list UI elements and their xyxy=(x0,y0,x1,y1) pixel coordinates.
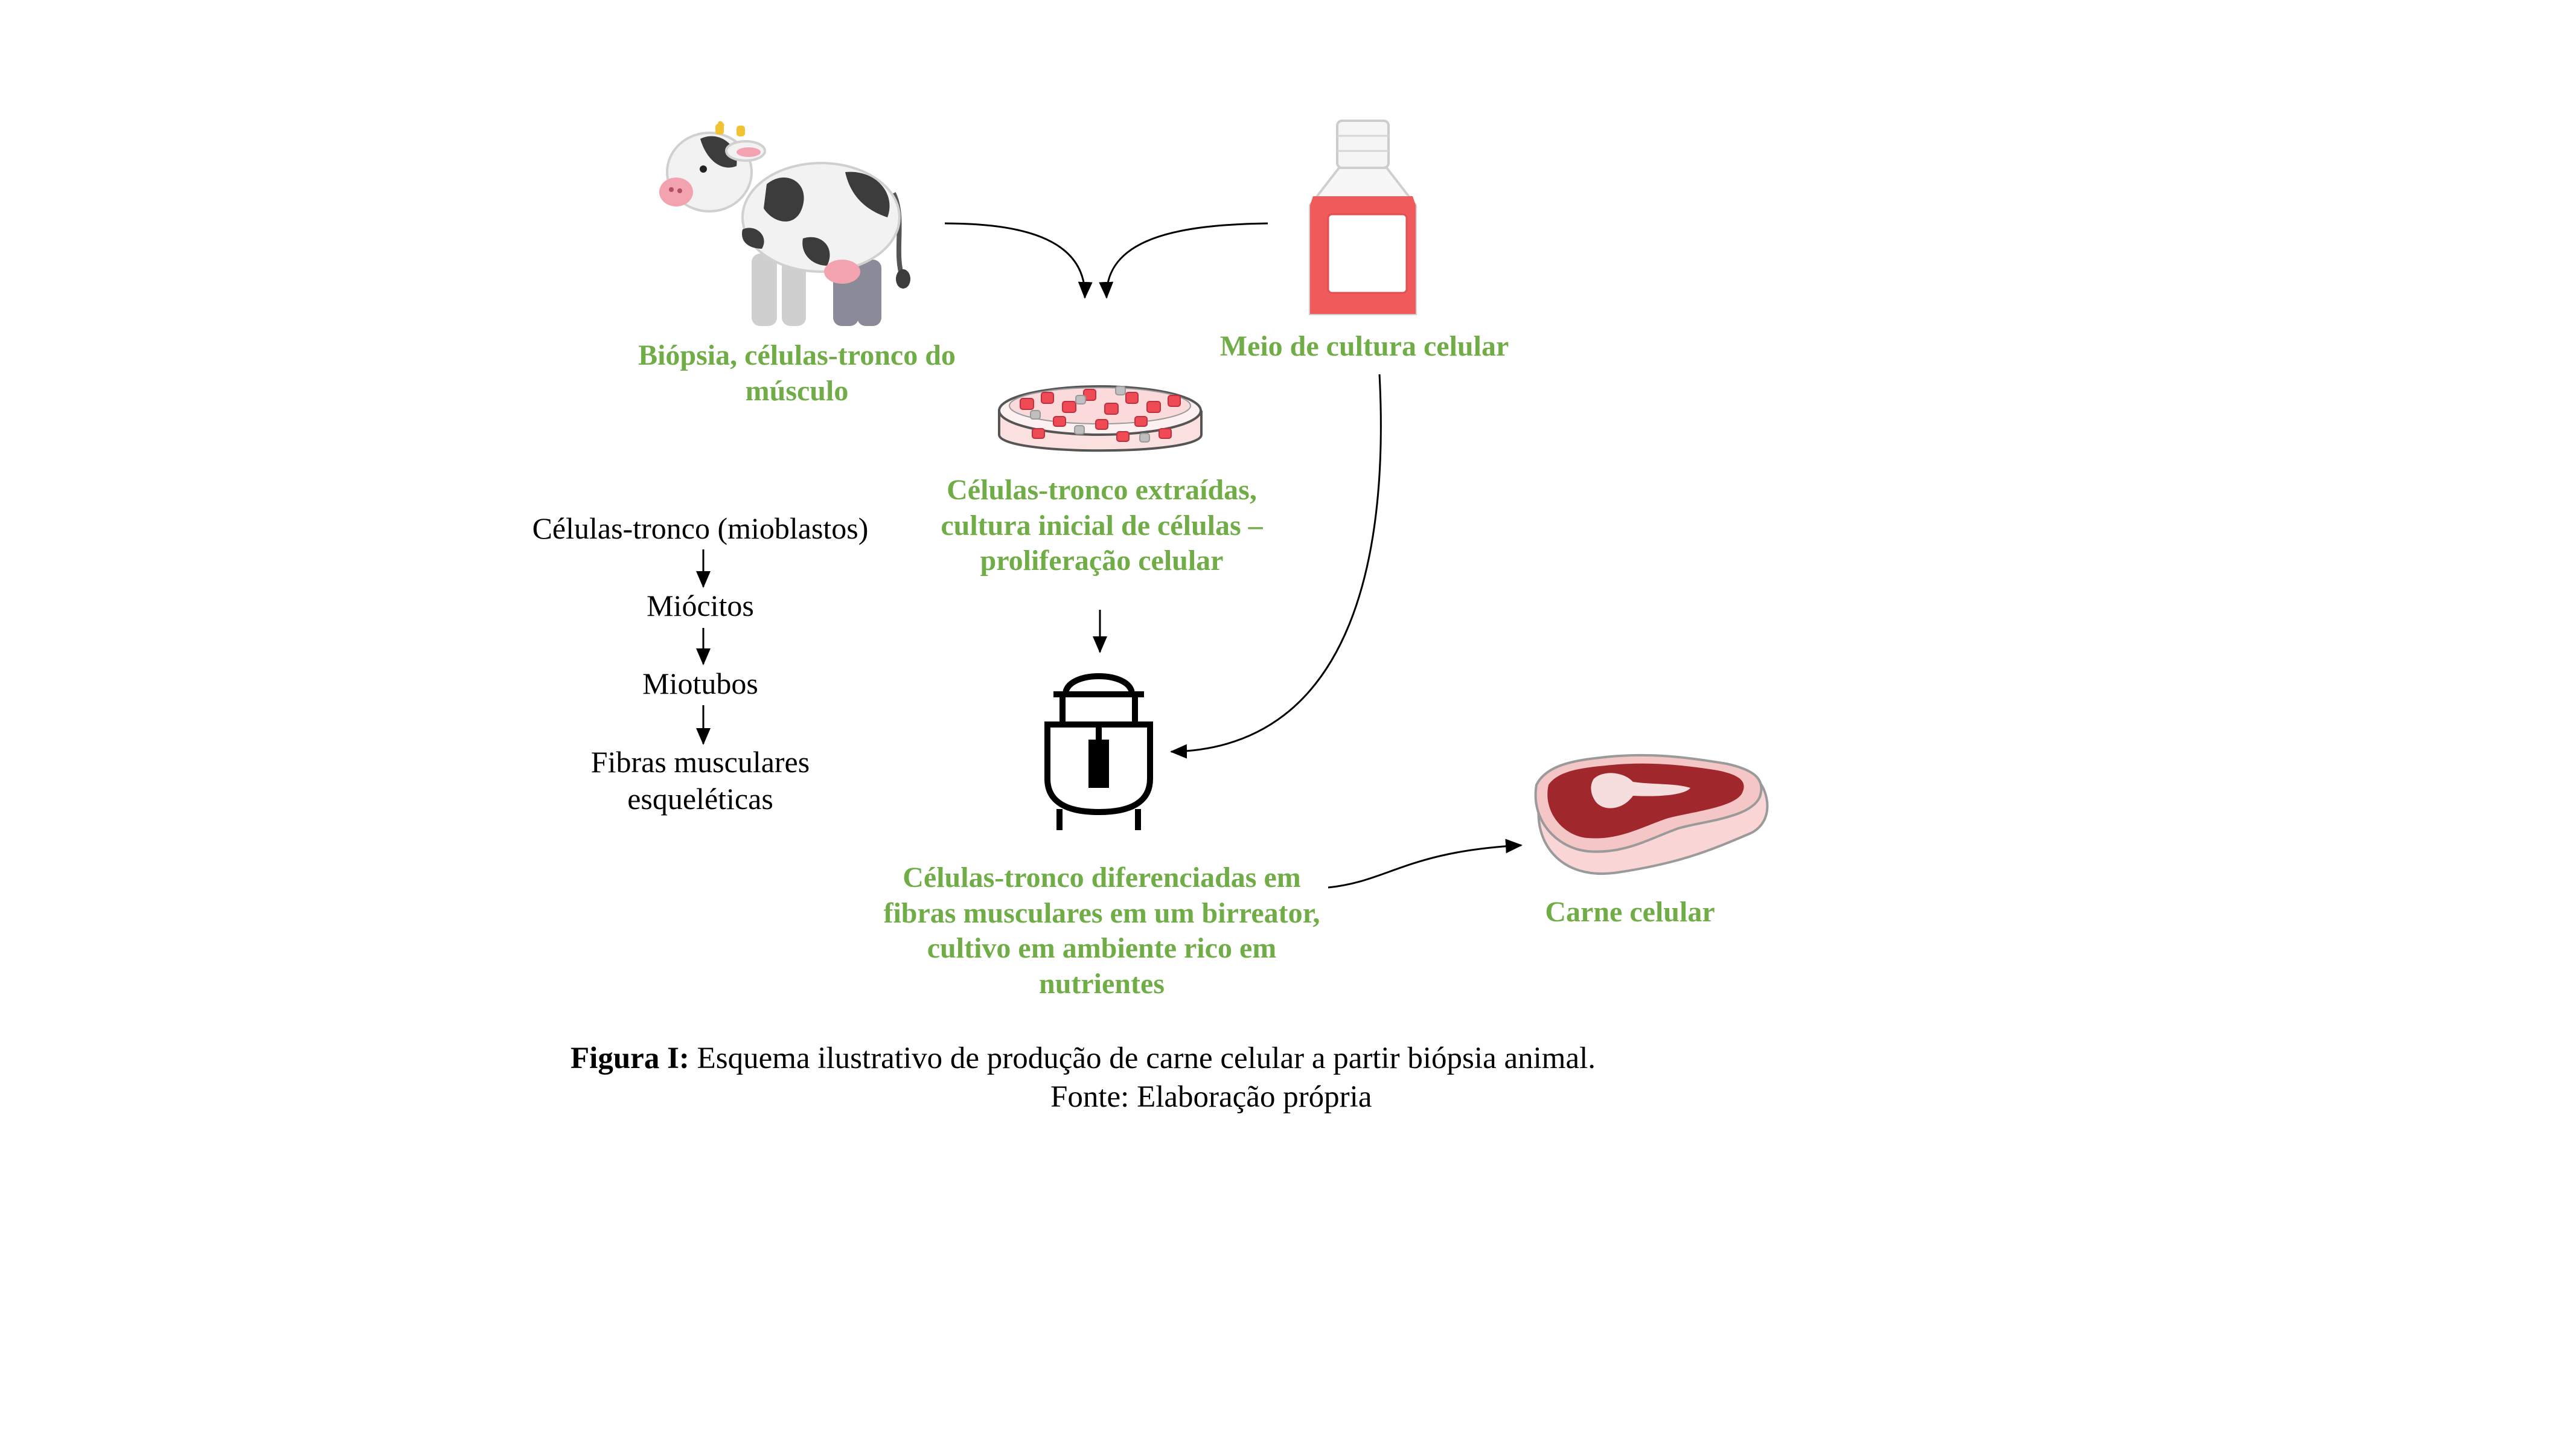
arrow-reactor-to-meat xyxy=(1328,839,1523,889)
label-bioreactor-line-3: cultivo em ambiente rico em xyxy=(927,932,1277,965)
label-bioreactor: Células-tronco diferenciadas em fibras m… xyxy=(845,860,1358,1002)
bioreactor-icon xyxy=(1044,673,1153,830)
label-extracted-line-2: cultura inicial de células – xyxy=(941,509,1263,542)
culture-flask-icon xyxy=(1309,120,1417,315)
label-biopsy: Biópsia, células-tronco do músculo xyxy=(616,338,978,409)
label-bioreactor-line-4: nutrientes xyxy=(1039,967,1165,1000)
arrow-cow-to-dish xyxy=(944,222,1093,299)
step-myocytes: Miócitos xyxy=(647,589,754,622)
petri-dish-icon xyxy=(998,385,1203,452)
meat-icon xyxy=(1534,753,1769,875)
step-myotubes: Miotubos xyxy=(642,667,758,700)
step-muscle-fibers-line-2: esqueléticas xyxy=(627,782,773,816)
step-muscle-fibers-line-1: Fibras musculares xyxy=(590,745,810,779)
step-myoblasts: Células-tronco (mioblastos) xyxy=(532,511,869,545)
label-biopsy-line-1: Biópsia, células-tronco do xyxy=(638,339,956,371)
step-muscle-fibers: Fibras musculares esqueléticas xyxy=(519,744,881,817)
label-biopsy-line-2: músculo xyxy=(745,374,849,407)
figure-caption-label: Figura I: xyxy=(570,1041,689,1075)
flow-arrows xyxy=(696,222,1523,889)
label-bioreactor-line-1: Células-tronco diferenciadas em xyxy=(903,862,1301,894)
figure-caption: Figura I: Esquema ilustrativo de produçã… xyxy=(570,1041,1596,1076)
arrow-flask-to-reactor xyxy=(1170,374,1382,759)
label-extracted-line-1: Células-tronco extraídas, xyxy=(947,474,1257,506)
label-extracted-cells: Células-tronco extraídas, cultura inicia… xyxy=(906,473,1298,579)
figure-caption-text: Esquema ilustrativo de produção de carne… xyxy=(689,1041,1596,1075)
label-extracted-line-3: proliferação celular xyxy=(980,545,1224,577)
cow-icon xyxy=(659,121,910,326)
label-culture-medium: Meio de cultura celular xyxy=(1219,330,1509,362)
label-bioreactor-line-2: fibras musculares em um birreator, xyxy=(883,897,1320,929)
arrow-flask-to-dish xyxy=(1099,222,1268,299)
label-cell-meat: Carne celular xyxy=(1545,896,1715,928)
figure-source: Fonte: Elaboração própria xyxy=(1050,1080,1372,1114)
